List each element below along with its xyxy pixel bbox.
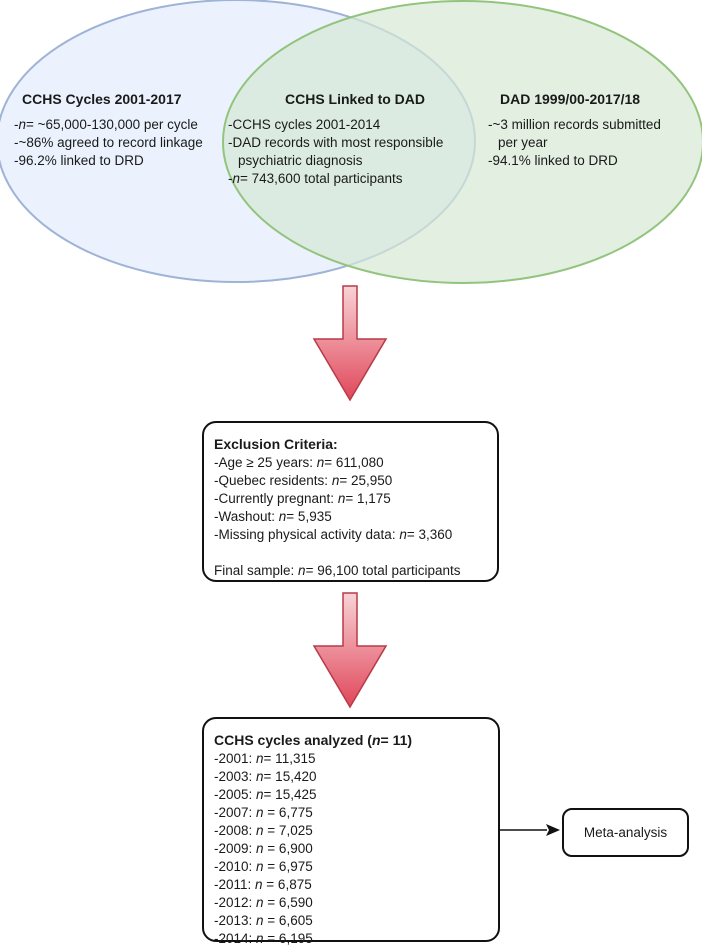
cycle-line: -2007: n = 6,775 [214, 805, 313, 820]
cycle-line: -2005: n= 15,425 [214, 787, 317, 802]
venn-middle-line: -CCHS cycles 2001-2014 [228, 117, 381, 132]
cycle-line: -2003: n= 15,420 [214, 769, 317, 784]
connector-arrowhead [546, 824, 560, 836]
venn-right-title: DAD 1999/00-2017/18 [500, 91, 641, 107]
exclusion-title: Exclusion Criteria: [214, 436, 338, 452]
cycle-line: -2009: n = 6,900 [214, 841, 313, 856]
venn-left-title: CCHS Cycles 2001-2017 [22, 91, 182, 107]
venn-middle-line: -DAD records with most responsible [228, 135, 444, 150]
exclusion-line: -Quebec residents: n= 25,950 [214, 473, 393, 488]
meta-analysis-label: Meta-analysis [583, 824, 668, 840]
cycles-analyzed-box: CCHS cycles analyzed (n= 11) -2001: n= 1… [202, 717, 500, 946]
venn-left-line: -96.2% linked to DRD [14, 153, 144, 168]
venn-right-text: DAD 1999/00-2017/18 -~3 million records … [488, 90, 693, 170]
cycle-line: -2013: n = 6,605 [214, 913, 313, 928]
venn-left-line: -~86% agreed to record linkage [14, 135, 203, 150]
venn-middle-title: CCHS Linked to DAD [285, 91, 425, 107]
exclusion-line: -Currently pregnant: n= 1,175 [214, 491, 391, 506]
meta-analysis-box: Meta-analysis [562, 808, 689, 857]
exclusion-line: -Missing physical activity data: n= 3,36… [214, 527, 453, 542]
cycle-line: -2011: n = 6,875 [214, 877, 312, 892]
cycles-title: CCHS cycles analyzed (n= 11) [214, 732, 413, 748]
venn-middle-line: -n= 743,600 total participants [228, 171, 403, 186]
venn-right-line: -94.1% linked to DRD [488, 153, 618, 168]
venn-right-line: per year [498, 135, 548, 150]
venn-right-line: -~3 million records submitted [488, 117, 661, 132]
cycle-line: -2014: n = 6,195 [214, 931, 313, 946]
cycle-line: -2008: n = 7,025 [214, 823, 313, 838]
venn-left-line: -n= ~65,000-130,000 per cycle [14, 117, 198, 132]
exclusion-criteria-box: Exclusion Criteria: -Age ≥ 25 years: n= … [202, 421, 499, 582]
down-arrow-1 [312, 285, 388, 402]
cycle-line: -2012: n = 6,590 [214, 895, 313, 910]
cycle-line: -2010: n = 6,975 [214, 859, 313, 874]
venn-left-text: CCHS Cycles 2001-2017 -n= ~65,000-130,00… [14, 90, 214, 170]
cycle-line: -2001: n= 11,315 [214, 751, 316, 766]
venn-middle-line: psychiatric diagnosis [238, 153, 363, 168]
venn-right-ellipse [222, 0, 702, 284]
exclusion-line: -Age ≥ 25 years: n= 611,080 [214, 455, 384, 470]
final-sample-line: Final sample: n= 96,100 total participan… [214, 563, 461, 578]
down-arrow-2 [312, 592, 388, 709]
venn-middle-text: CCHS Linked to DAD -CCHS cycles 2001-201… [228, 90, 478, 188]
exclusion-line: -Washout: n= 5,935 [214, 509, 332, 524]
